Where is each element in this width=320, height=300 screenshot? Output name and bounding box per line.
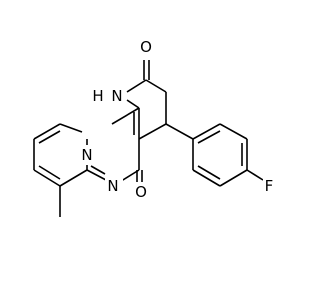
bond-ar3-ar4 xyxy=(219,169,248,187)
bond-c4-aryl xyxy=(165,123,194,140)
bond-c7-c6 xyxy=(33,169,61,187)
atom-label-fluorine: F xyxy=(265,177,274,195)
bond-n6-c6a xyxy=(86,169,107,181)
atom-label-oxygen-bottom: O xyxy=(135,183,147,201)
bond-ar2-ar3-inner xyxy=(197,165,221,180)
bond-ar4-f xyxy=(246,169,264,181)
bond-c6-c6a xyxy=(59,169,88,187)
atom-label-oxygen-top: O xyxy=(140,38,152,56)
bond-n6-c6a-inner xyxy=(90,165,106,175)
bond-c10a-n10 xyxy=(111,107,140,125)
atom-labels: O H N N N O F xyxy=(79,37,277,202)
bond-n10-c9 xyxy=(59,123,83,133)
bond-c9-c8-inner xyxy=(38,130,61,144)
bond-c2-c3 xyxy=(145,79,167,93)
atom-label-imine-n: N xyxy=(107,177,118,195)
bond-ar5-ar6 xyxy=(219,123,248,140)
bond-ar6-ar1-inner xyxy=(197,130,221,144)
chemical-structure-diagram: O H N N N O F xyxy=(33,37,277,217)
atom-label-amide-h: H xyxy=(92,87,103,105)
bond-c10a-n1 xyxy=(126,99,140,109)
bond-ar6-ar1 xyxy=(192,123,221,140)
bond-n1-c2 xyxy=(126,79,147,93)
atom-label-amide-n: N xyxy=(111,87,122,105)
bond-ar2-ar3 xyxy=(192,169,221,187)
atom-label-bridgehead-n: N xyxy=(81,146,92,164)
bond-c9-c8 xyxy=(33,123,61,140)
bond-c4-c4a xyxy=(138,123,167,140)
bond-lines xyxy=(33,60,264,217)
bond-c7-c6-inner xyxy=(38,165,61,180)
